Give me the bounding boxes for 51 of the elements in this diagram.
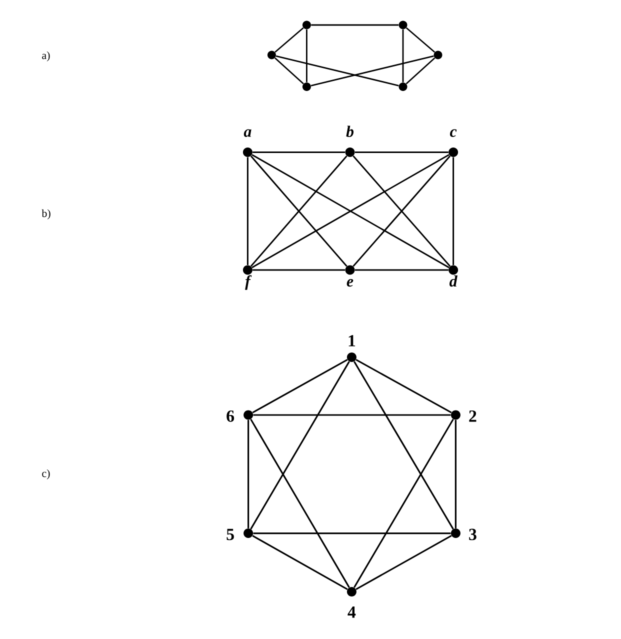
vertex-dot [302, 20, 311, 30]
vertex-label: 5 [226, 528, 234, 540]
edge-line [354, 269, 448, 271]
edge-line [274, 57, 304, 84]
edge-line [252, 535, 348, 590]
crossing-lines [250, 155, 348, 268]
edge-line [246, 157, 248, 266]
vertex-label: f [245, 275, 252, 290]
vertex-label: a [244, 129, 252, 137]
crossing-lines [251, 154, 450, 268]
edge-line [252, 152, 346, 154]
edge-line [452, 157, 454, 266]
edge-line [310, 55, 434, 86]
edge-line [406, 27, 436, 53]
vertex-label: b [346, 126, 354, 137]
edge-line [356, 359, 452, 414]
vertex-label: 4 [348, 606, 356, 618]
vertex-dot [398, 20, 408, 30]
crossing-lines [352, 155, 451, 268]
edge-line [252, 359, 348, 414]
vertex-label: d [450, 275, 458, 287]
vertex-dot [434, 50, 442, 60]
edge-line [354, 418, 454, 588]
panel-label: a) [42, 51, 50, 62]
vertex-dot [302, 82, 311, 91]
edge-line [354, 361, 454, 530]
edge-line [248, 420, 250, 528]
edge-line [356, 535, 452, 590]
vertex-label: c [450, 129, 457, 137]
vertex-label: e [346, 278, 354, 287]
edge-line [250, 361, 350, 530]
vertex-dot [267, 50, 276, 60]
edge-line [354, 152, 448, 154]
edge-line [306, 29, 308, 82]
edge-line [276, 55, 399, 86]
edge-line [250, 418, 350, 588]
panel-label: b) [42, 209, 50, 220]
edge-line [406, 57, 436, 84]
vertex-label: 3 [469, 528, 476, 540]
edge-line [253, 532, 451, 534]
edge-line [274, 27, 304, 53]
edge-line [402, 29, 404, 82]
edge-line [311, 24, 399, 26]
vertex-label: 2 [469, 410, 476, 422]
vertex-dot [398, 82, 408, 91]
edge-line [252, 269, 346, 271]
edge-line [454, 420, 456, 528]
panel-label: c) [42, 469, 50, 480]
vertex-label: 6 [226, 410, 234, 422]
edge-line [253, 414, 451, 416]
vertex-label: 1 [348, 335, 356, 346]
